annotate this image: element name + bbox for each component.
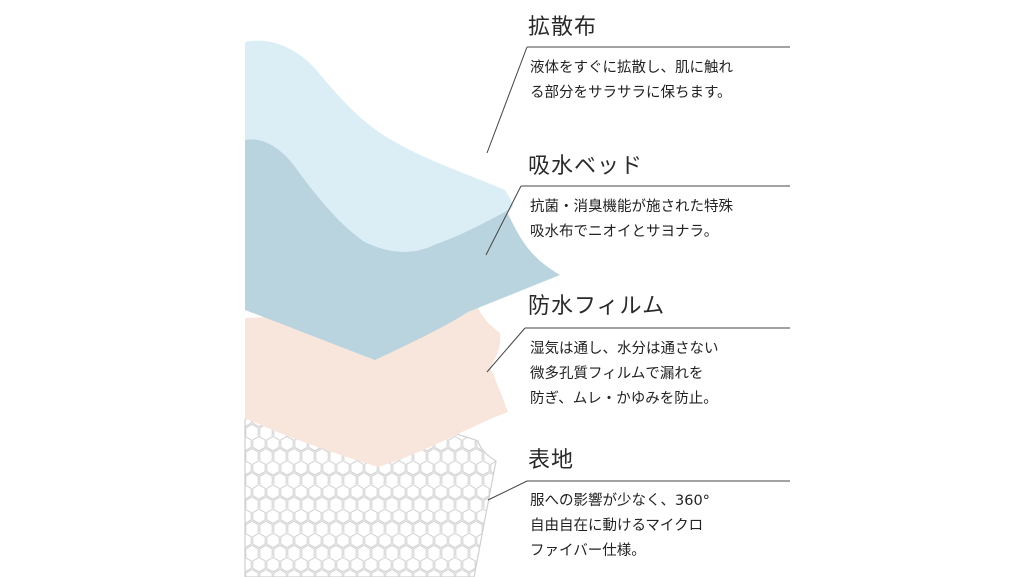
absorbent-bed-layer [245,139,560,360]
leader-line-diffusion [486,46,790,154]
desc-line: 液体をすぐに拡散し、肌に触れ [530,60,733,76]
desc-line: 微多孔質フィルムで漏れを [530,366,704,382]
desc-line: 服への影響が少なく、360° [530,493,710,509]
desc-line: 自由自在に動けるマイクロ [530,518,704,534]
desc-line: 防ぎ、ムレ・かゆみを防止。 [530,391,718,407]
leader-line-surface [487,480,790,501]
surface-fabric-desc: 服への影響が少なく、360° 自由自在に動けるマイクロ ファイバー仕様。 [530,489,710,564]
waterproof-film-desc: 湿気は通し、水分は通さない 微多孔質フィルムで漏れを 防ぎ、ムレ・かゆみを防止。 [530,337,719,412]
desc-line: る部分をサラサラに保ちます。 [530,85,732,101]
desc-line: ファイバー仕様。 [530,543,646,559]
surface-fabric-title: 表地 [528,448,575,473]
leader-line-waterproof [486,327,790,373]
absorbent-bed-desc: 抗菌・消臭機能が施された特殊 吸水布でニオイとサヨナラ。 [530,195,733,245]
desc-line: 湿気は通し、水分は通さない [530,341,719,357]
leader-line-absorbent [485,185,790,256]
desc-line: 吸水布でニオイとサヨナラ。 [530,224,719,240]
diffusion-fabric-title: 拡散布 [528,15,598,40]
waterproof-film-layer [245,308,508,467]
desc-line: 抗菌・消臭機能が施された特殊 [530,199,733,215]
absorbent-bed-title: 吸水ベッド [528,154,644,179]
diffusion-fabric-layer [245,40,513,252]
waterproof-film-title: 防水フィルム [528,294,666,319]
diffusion-fabric-desc: 液体をすぐに拡散し、肌に触れ る部分をサラサラに保ちます。 [530,56,733,106]
